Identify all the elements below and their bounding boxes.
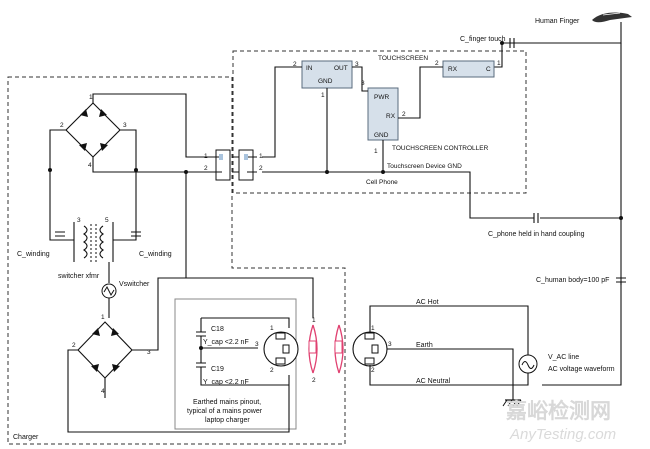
controller-rx-label: RX — [386, 113, 396, 120]
c-winding-left-label: C_winding — [17, 251, 50, 258]
socket-pin-1: 1 — [312, 317, 316, 324]
touchscreen-c-label: C — [486, 66, 491, 73]
ctrl-pin-2: 2 — [402, 111, 406, 118]
ts-pin-2: 2 — [435, 60, 439, 67]
ac-hot-label: AC Hot — [416, 299, 439, 306]
socket-pin-2: 2 — [312, 377, 316, 384]
earth-label: Earth — [416, 342, 433, 349]
conn-pin-2-left: 2 — [204, 165, 208, 172]
mains-pin-1: 1 — [371, 325, 375, 332]
switcher-transformer — [73, 222, 114, 262]
conn-pin-2-right: 2 — [259, 165, 263, 172]
c19-label: C19 — [211, 366, 224, 373]
conn-pin-1-right: 1 — [259, 153, 263, 160]
touchscreen-label: TOUCHSCREEN — [378, 55, 428, 62]
ts-pin-1: 1 — [497, 60, 501, 67]
cellphone-boundary — [232, 50, 527, 194]
y-cap2-label: Y_cap <2.2 nF — [203, 379, 249, 386]
earthed-note-line2: typical of a mains power — [187, 408, 263, 415]
charger-plug — [263, 331, 299, 367]
regulator-out-label: OUT — [334, 65, 348, 72]
charger-boundary — [7, 76, 346, 445]
touchscreen-rx-label: RX — [448, 66, 458, 73]
br1-pin-1: 1 — [89, 94, 93, 101]
reg-pin-1: 1 — [321, 92, 325, 99]
regulator-gnd-label: GND — [318, 78, 333, 85]
y-cap1-label: Y_cap <2.2 nF — [203, 339, 249, 346]
ctrl-pin-3: 3 — [361, 80, 365, 87]
reg-pin-2: 2 — [293, 61, 297, 68]
usb-connector — [212, 149, 257, 181]
ctrl-pin-1: 1 — [374, 148, 378, 155]
vswitcher-label: Vswitcher — [119, 281, 150, 288]
mains-pin-3: 3 — [388, 341, 392, 348]
finger-icon — [592, 12, 632, 23]
bridge-rectifier-top — [65, 102, 121, 158]
br2-pin-4: 4 — [101, 388, 105, 395]
junction-dots — [48, 41, 623, 350]
earthed-pinout-box — [174, 298, 297, 430]
regulator-block — [301, 60, 353, 89]
mains-plug — [352, 331, 388, 367]
touchscreen-device-gnd-label: Touchscreen Device GND — [387, 163, 462, 170]
br2-pin-2: 2 — [72, 342, 76, 349]
xfmr-pin-3: 3 — [77, 217, 81, 224]
br2-pin-1: 1 — [101, 314, 105, 321]
br2-pin-3: 3 — [147, 349, 151, 356]
reg-pin-3: 3 — [355, 61, 359, 68]
v-ac-line-label: V_AC line — [548, 354, 579, 361]
charger-label: Charger — [13, 434, 39, 441]
watermark-en: AnyTesting.com — [509, 426, 616, 443]
earth-ground-icon — [502, 399, 522, 407]
c-finger-touch-label: C_finger touch — [460, 36, 506, 43]
controller-gnd-label: GND — [374, 132, 389, 139]
cell-phone-label: Cell Phone — [366, 179, 398, 186]
controller-pwr-label: PWR — [374, 94, 389, 101]
bridge-rectifier-bottom — [77, 321, 133, 379]
c-human-body-label: C_human body=100 pF — [536, 277, 609, 284]
human-finger-label: Human Finger — [535, 18, 580, 25]
ac-voltage-waveform-label: AC voltage waveform — [548, 366, 615, 373]
br1-pin-3: 3 — [123, 122, 127, 129]
switcher-xfmr-label: switcher xfmr — [58, 273, 100, 280]
xfmr-pin-5: 5 — [105, 217, 109, 224]
plug1-pin-2: 2 — [270, 367, 274, 374]
touchscreen-controller-label: TOUCHSCREEN CONTROLLER — [392, 145, 489, 152]
c18-label: C18 — [211, 326, 224, 333]
watermark-cn: 嘉峪检测网 — [506, 399, 611, 423]
br1-pin-4: 4 — [88, 162, 92, 169]
touchscreen-block — [442, 60, 495, 78]
earthed-note-line1: Earthed mains pinout, — [193, 399, 261, 406]
outlet-socket — [308, 324, 318, 374]
br1-pin-2: 2 — [60, 122, 64, 129]
plug1-pin-1: 1 — [270, 325, 274, 332]
regulator-in-label: IN — [306, 65, 313, 72]
mains-pin-2: 2 — [371, 367, 375, 374]
earthed-note-line3: laptop charger — [205, 417, 250, 424]
plug1-pin-3: 3 — [255, 341, 259, 348]
c-phone-coupling-label: C_phone held in hand coupling — [488, 231, 585, 238]
mains-outlet-socket — [334, 324, 344, 374]
ac-neutral-label: AC Neutral — [416, 378, 451, 385]
c-winding-right-label: C_winding — [139, 251, 172, 258]
